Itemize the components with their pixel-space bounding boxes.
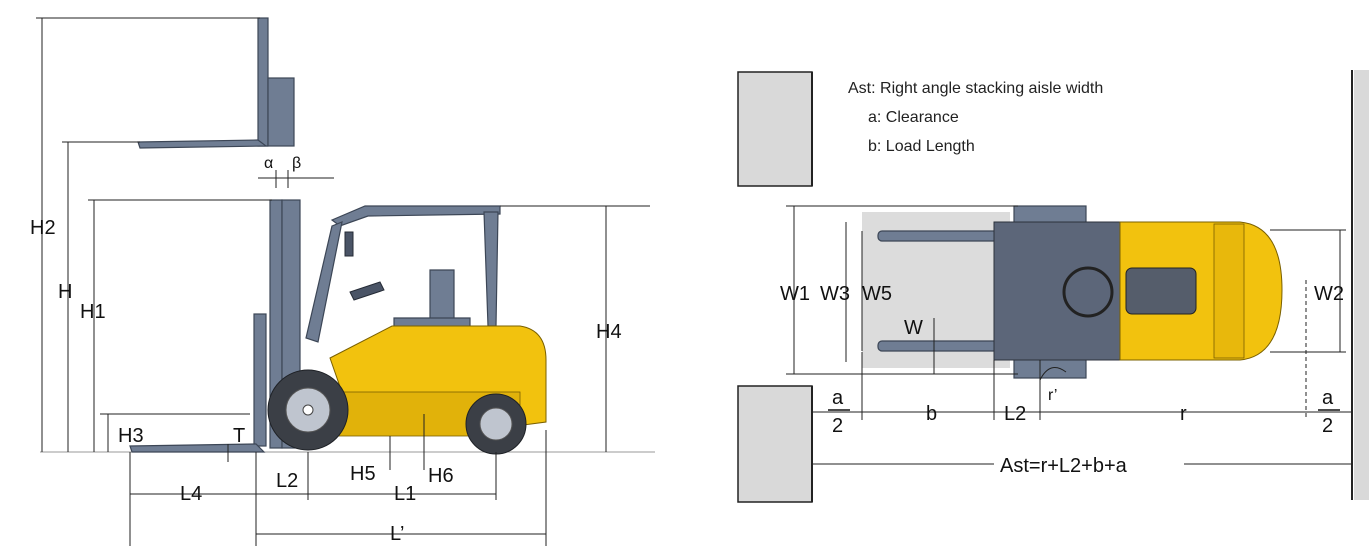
label-H1: H1 bbox=[80, 301, 106, 323]
legend-ast: Ast: Right angle stacking aisle width bbox=[848, 80, 1103, 97]
label-a-right: a bbox=[1322, 387, 1334, 409]
fork-bottom bbox=[877, 340, 1003, 352]
label-W3: W3 bbox=[820, 283, 850, 305]
label-H5: H5 bbox=[350, 463, 376, 485]
steering-wheel bbox=[349, 281, 385, 301]
legend-load-length: b: Load Length bbox=[868, 138, 975, 155]
label-L2: L2 bbox=[276, 470, 298, 492]
label-beta: β bbox=[292, 155, 301, 172]
truck-top bbox=[993, 205, 1283, 379]
side-dimensions bbox=[36, 17, 650, 546]
label-L4: L4 bbox=[180, 483, 202, 505]
top-view: Ast: Right angle stacking aisle width a:… bbox=[737, 70, 1369, 503]
label-alpha: α bbox=[264, 155, 273, 172]
fork-top bbox=[877, 230, 1003, 242]
rear-wheel bbox=[465, 393, 527, 455]
label-H2: H2 bbox=[30, 217, 56, 239]
label-b: b bbox=[926, 403, 937, 425]
label-W5: W5 bbox=[862, 283, 892, 305]
label-2-left: 2 bbox=[832, 415, 843, 437]
label-L1: L1 bbox=[394, 483, 416, 505]
label-L-prime: L’ bbox=[390, 523, 404, 545]
label-H3: H3 bbox=[118, 425, 144, 447]
label-W1: W1 bbox=[780, 283, 810, 305]
legend-clearance: a: Clearance bbox=[868, 109, 959, 126]
lowered-fork bbox=[129, 443, 266, 453]
label-H: H bbox=[58, 281, 72, 303]
label-W: W bbox=[904, 317, 923, 339]
front-wheel bbox=[267, 369, 349, 451]
label-W2: W2 bbox=[1314, 283, 1344, 305]
label-a-left: a bbox=[832, 387, 844, 409]
label-2-right: 2 bbox=[1322, 415, 1333, 437]
side-view: H2 H H1 H3 T H4 H5 H6 L4 L2 L1 L’ α β bbox=[30, 17, 655, 546]
top-dimensions bbox=[786, 205, 1352, 465]
label-T: T bbox=[233, 425, 245, 447]
label-ast-formula: Ast=r+L2+b+a bbox=[1000, 455, 1128, 477]
label-H4: H4 bbox=[596, 321, 622, 343]
label-H6: H6 bbox=[428, 465, 454, 487]
label-r-prime: r’ bbox=[1048, 387, 1057, 404]
shelves bbox=[737, 70, 1369, 503]
label-r: r bbox=[1180, 403, 1187, 425]
raised-carriage bbox=[137, 17, 295, 149]
label-L2-top: L2 bbox=[1004, 403, 1026, 425]
